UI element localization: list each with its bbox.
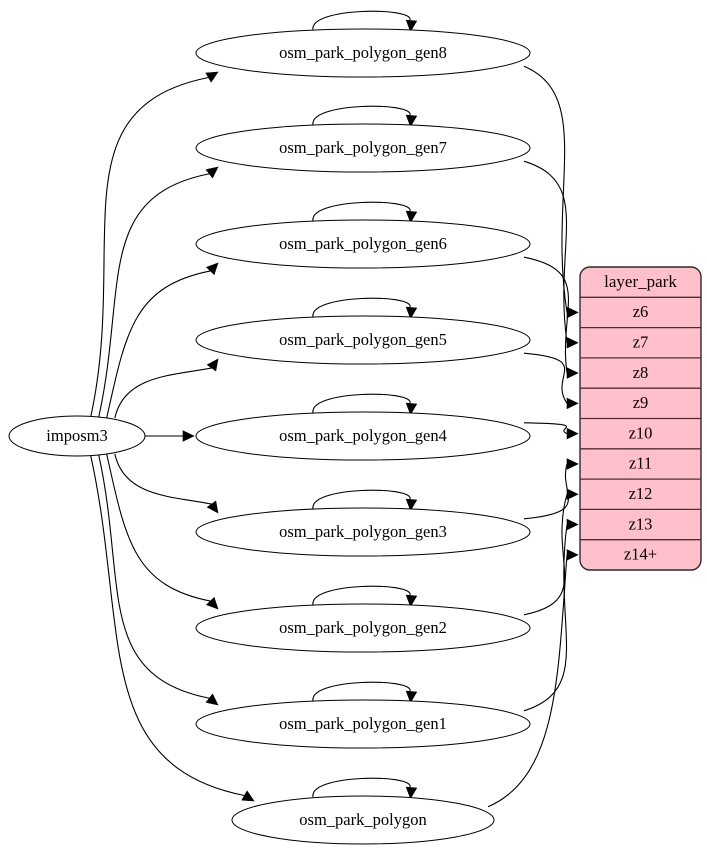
edge-gen5-to-z9: [523, 352, 568, 404]
self-loop-gen1: [312, 681, 411, 702]
edge-imposm3-to-gen1: [97, 453, 210, 699]
self-loop-gen8: [312, 10, 411, 31]
node-imposm3[interactable]: imposm3: [8, 415, 146, 457]
self-loop-gen3: [312, 489, 411, 510]
self-loop-gen2: [312, 585, 411, 606]
node-gen3[interactable]: osm_park_polygon_gen3: [195, 507, 531, 557]
node-gen1[interactable]: osm_park_polygon_gen1: [195, 699, 531, 749]
node-gen7-shape[interactable]: [195, 123, 531, 173]
node-gen8-shape[interactable]: [195, 28, 531, 78]
edge-imposm3-to-gen7: [97, 173, 210, 419]
self-loop-gen5: [312, 297, 411, 318]
edge-imposm3-to-gen3: [114, 453, 212, 505]
node-gen7[interactable]: osm_park_polygon_gen7: [195, 123, 531, 173]
self-loop-base: [312, 777, 411, 798]
node-gen2-shape[interactable]: [195, 603, 531, 653]
node-gen5[interactable]: osm_park_polygon_gen5: [195, 315, 531, 365]
edge-base-to-z14+: [487, 554, 568, 808]
edge-imposm3-to-gen8: [89, 76, 209, 419]
node-gen4-shape[interactable]: [195, 411, 531, 461]
node-gen2[interactable]: osm_park_polygon_gen2: [195, 603, 531, 653]
edge-gen1-to-z13: [523, 524, 568, 712]
self-loop-gen6: [312, 201, 411, 222]
edge-imposm3-to-gen5: [114, 367, 212, 419]
self-loop-edges: [312, 10, 418, 800]
edges-from-imposm3: [89, 71, 255, 802]
node-gen8[interactable]: osm_park_polygon_gen8: [195, 28, 531, 78]
node-gen6-shape[interactable]: [195, 219, 531, 269]
node-imposm3-shape[interactable]: [8, 415, 146, 457]
edge-gen2-to-z12: [523, 494, 568, 616]
node-base[interactable]: osm_park_polygon: [231, 795, 495, 845]
node-gen6[interactable]: osm_park_polygon_gen6: [195, 219, 531, 269]
edges-to-layer-park: [487, 65, 579, 808]
edge-gen7-to-z7: [523, 160, 568, 343]
edge-gen4-to-z10: [523, 422, 568, 435]
edge-imposm3-to-base: [89, 453, 245, 797]
node-gen3-shape[interactable]: [195, 507, 531, 557]
node-gen1-shape[interactable]: [195, 699, 531, 749]
edge-imposm3-to-gen2: [106, 453, 211, 602]
edge-gen3-to-z11: [523, 463, 569, 520]
self-loop-gen4: [312, 393, 411, 414]
self-loop-gen7: [312, 105, 411, 126]
edge-gen8-to-z6: [523, 65, 568, 313]
edge-imposm3-to-gen6: [106, 270, 211, 419]
edge-gen6-to-z8: [523, 256, 569, 374]
node-gen4[interactable]: osm_park_polygon_gen4: [195, 411, 531, 461]
node-gen5-shape[interactable]: [195, 315, 531, 365]
node-group: imposm3 osm_park_polygon_gen8 osm_park_pol…: [8, 28, 531, 845]
node-base-shape[interactable]: [231, 795, 495, 845]
